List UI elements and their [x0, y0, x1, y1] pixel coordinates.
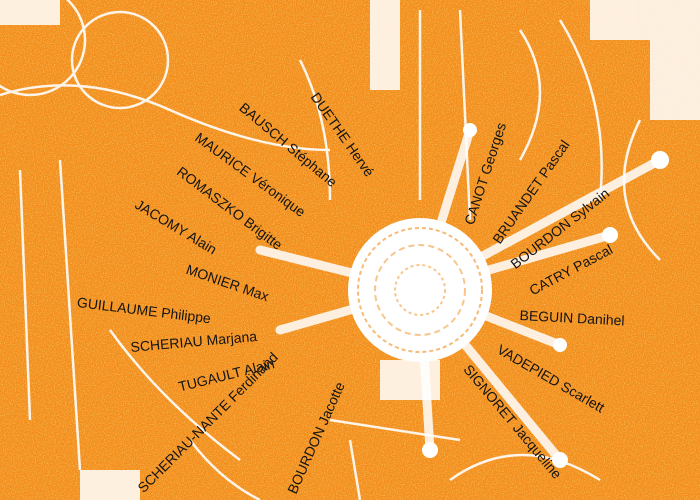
central-hub — [348, 218, 492, 362]
sketch-lines — [0, 0, 661, 500]
arm-joints — [422, 123, 669, 468]
